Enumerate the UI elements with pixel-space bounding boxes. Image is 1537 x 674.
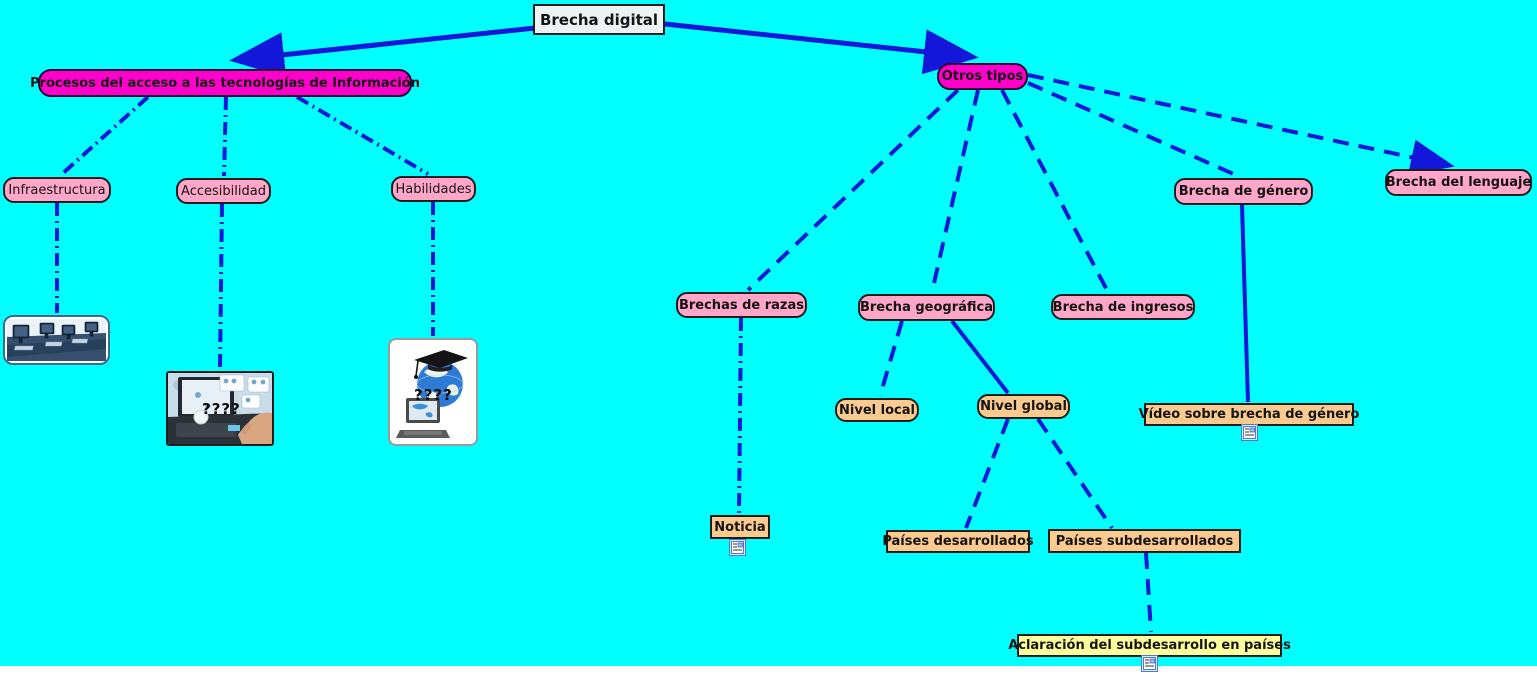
node-accesibilidad[interactable]: Accesibilidad — [176, 178, 271, 204]
edge-nivel-global-paises-sub — [1036, 417, 1114, 530]
node-brecha-geografica[interactable]: Brecha geográfica — [858, 294, 995, 321]
edge-geografica-nivel-global — [950, 319, 1010, 395]
edge-root-otros — [664, 21, 979, 75]
document-resource-icon[interactable] — [729, 539, 746, 556]
edge-otros-geografica — [930, 89, 980, 293]
edge-procesos-habilidades — [295, 95, 430, 176]
node-otros-tipos[interactable]: Otros tipos — [937, 63, 1028, 90]
photo-overlay-question-marks: ???? — [202, 400, 241, 418]
edge-otros-ingresos — [1000, 89, 1110, 293]
edge-otros-lenguaje — [1027, 73, 1455, 175]
edge-geografica-nivel-local — [878, 320, 904, 397]
edge-nivel-global-paises-des — [964, 418, 1010, 529]
globe-graduation-laptop-photo[interactable]: ???? — [388, 338, 478, 446]
edge-otros-razas — [746, 88, 960, 292]
laptop-hand-accessibility-photo[interactable]: ???? — [166, 371, 274, 446]
edge-paises-sub-aclaracion — [1144, 552, 1153, 633]
edge-procesos-infraestructura — [60, 95, 150, 176]
node-nivel-local[interactable]: Nivel local — [835, 398, 919, 422]
node-brecha-de-genero[interactable]: Brecha de género — [1174, 178, 1313, 205]
node-habilidades[interactable]: Habilidades — [391, 176, 476, 202]
computers-classroom-photo[interactable] — [3, 315, 110, 365]
edge-accesibilidad-photo — [218, 203, 224, 370]
edge-genero-video — [1240, 204, 1250, 403]
edge-procesos-accesibilidad — [222, 96, 228, 177]
node-paises-subdesarrollados[interactable]: Países subdesarrollados — [1048, 529, 1241, 553]
canvas-bottom-edge — [0, 666, 1537, 674]
edge-root-procesos — [229, 25, 536, 78]
node-noticia[interactable]: Noticia — [710, 515, 770, 539]
node-aclaracion-subdesarrollo[interactable]: Aclaración del subdesarrollo en países — [1008, 634, 1291, 657]
node-video-brecha-genero[interactable]: Vídeo sobre brecha de género — [1139, 403, 1359, 426]
document-resource-icon[interactable] — [1241, 424, 1258, 441]
node-paises-desarrollados[interactable]: Países desarrollados — [882, 530, 1034, 553]
node-infraestructura[interactable]: Infraestructura — [3, 177, 111, 203]
node-root[interactable]: Brecha digital — [533, 4, 665, 35]
document-resource-icon[interactable] — [1141, 655, 1158, 672]
node-procesos-acceso[interactable]: Procesos del acceso a las tecnologías de… — [30, 69, 420, 97]
photo-overlay-question-marks: ???? — [414, 386, 453, 404]
edge-otros-genero — [1027, 81, 1239, 178]
node-brecha-de-ingresos[interactable]: Brecha de ingresos — [1051, 294, 1195, 320]
node-brechas-de-razas[interactable]: Brechas de razas — [676, 292, 807, 318]
node-brecha-del-lenguaje[interactable]: Brecha del lenguaje — [1385, 169, 1532, 196]
edge-razas-noticia — [737, 317, 743, 514]
node-nivel-global[interactable]: Nivel global — [977, 394, 1070, 419]
